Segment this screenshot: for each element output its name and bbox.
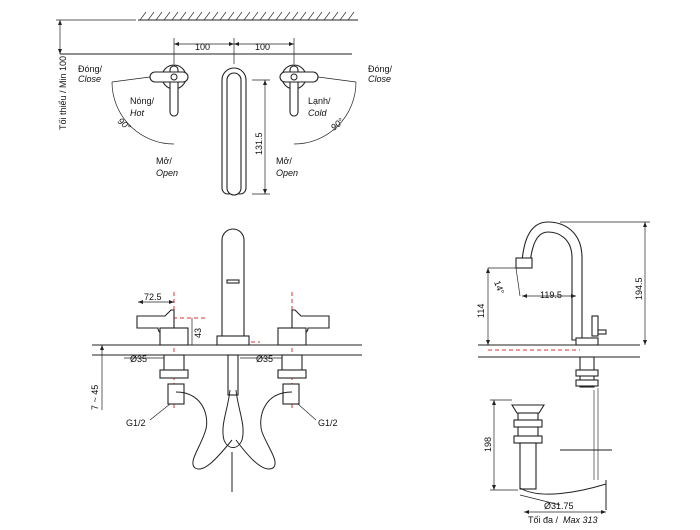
close-left-en: Close bbox=[78, 74, 101, 84]
hot-valve-body bbox=[159, 327, 189, 346]
cold-nut bbox=[277, 369, 307, 379]
side-base bbox=[575, 337, 599, 346]
drain-dia-label: Ø31.75 bbox=[544, 501, 574, 511]
drain-depth-label: 198 bbox=[483, 437, 493, 452]
hot-en: Hot bbox=[130, 108, 145, 118]
cold-vi: Lạnh/ bbox=[308, 96, 331, 106]
side-view: 14° 119.5 114 194.5 198 Ø31.75 Tối đa / … bbox=[476, 221, 650, 525]
wall-hatching bbox=[139, 11, 355, 21]
cold-hose bbox=[235, 391, 293, 470]
hot-connector bbox=[167, 383, 185, 405]
open-left-en: Open bbox=[156, 168, 178, 178]
thread-left-label: G1/2 bbox=[126, 418, 146, 428]
open-right-en: Open bbox=[276, 168, 298, 178]
deck-range-label: 7 ~ 45 bbox=[90, 385, 100, 410]
cold-angle-label: 90° bbox=[329, 116, 346, 133]
side-handle bbox=[591, 315, 599, 337]
spout-height-label: 131.5 bbox=[254, 132, 264, 155]
hot-vi: Nóng/ bbox=[130, 96, 155, 106]
cold-handle-close-position bbox=[279, 71, 319, 83]
min-height-label: Tối thiểu / Min 100 bbox=[58, 56, 68, 130]
max-width-en: Max 313 bbox=[563, 515, 598, 525]
open-left-vi: Mở/ bbox=[156, 156, 172, 166]
handle-reach-label: 72.5 bbox=[144, 292, 162, 302]
close-right-vi: Đóng/ bbox=[368, 64, 393, 74]
handle-height-label: 43 bbox=[193, 328, 203, 338]
cold-en: Cold bbox=[308, 108, 328, 118]
total-height-label: 194.5 bbox=[634, 277, 644, 300]
top-view: Tối thiểu / Min 100 100 100 131.5 90° 90… bbox=[56, 11, 393, 196]
cold-rotation-arc bbox=[293, 81, 357, 145]
outlet-height-label: 114 bbox=[476, 304, 486, 318]
cold-valve-body bbox=[277, 327, 307, 346]
cold-connector bbox=[282, 383, 300, 405]
hot-nut bbox=[159, 369, 189, 379]
hot-angle-label: 90° bbox=[116, 116, 133, 133]
hot-handle-close-position bbox=[149, 71, 189, 83]
front-view: 72.5 43 Ø35 Ø35 7 ~ 45 G1/2 G1/2 bbox=[90, 228, 362, 492]
close-left-vi: Đóng/ bbox=[78, 64, 103, 74]
close-right-en: Close bbox=[368, 74, 391, 84]
drain-tail bbox=[519, 442, 537, 490]
spout-base bbox=[216, 335, 250, 346]
spout-reach-label: 119.5 bbox=[540, 290, 562, 300]
aerator bbox=[515, 257, 533, 269]
spacing-right-label: 100 bbox=[255, 42, 270, 52]
hole-left-label: Ø35 bbox=[130, 354, 147, 364]
hole-right-label: Ø35 bbox=[256, 354, 273, 364]
max-width-vi: Tối đa / bbox=[528, 515, 559, 525]
spout-angle-label: 14° bbox=[492, 279, 506, 296]
drain-cap bbox=[511, 404, 545, 414]
hot-rotation-arc bbox=[111, 81, 175, 145]
spout-shank bbox=[227, 354, 239, 396]
open-right-vi: Mở/ bbox=[276, 156, 292, 166]
spacing-left-label: 100 bbox=[195, 42, 210, 52]
thread-right-label: G1/2 bbox=[318, 418, 338, 428]
spout-body-top bbox=[226, 72, 242, 196]
hot-hose bbox=[175, 391, 233, 470]
spout-side bbox=[521, 221, 583, 341]
